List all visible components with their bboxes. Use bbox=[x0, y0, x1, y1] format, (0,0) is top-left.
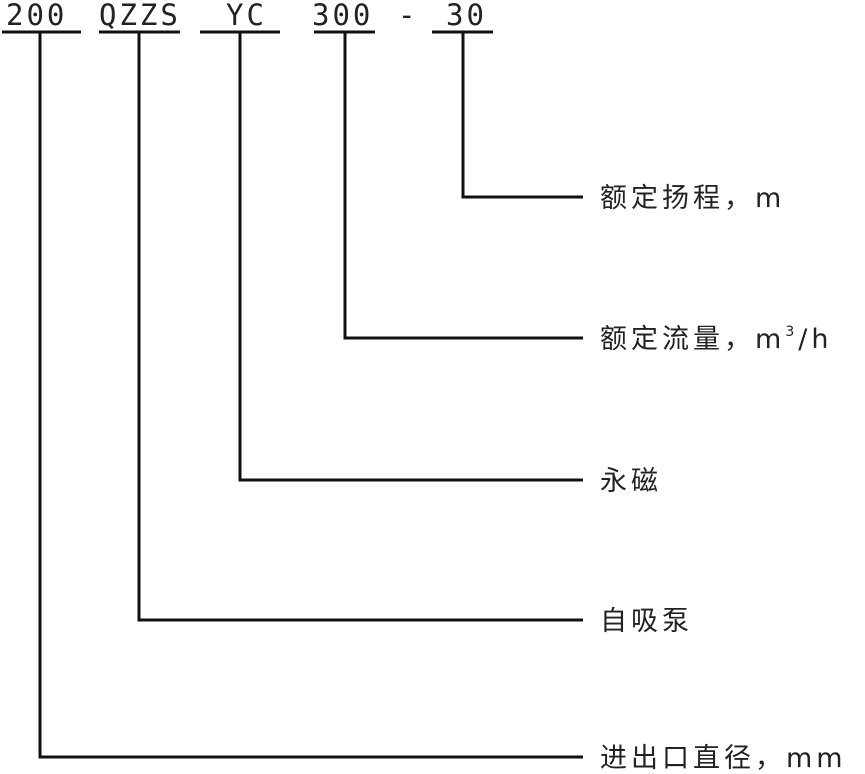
leader-flow bbox=[343, 32, 583, 340]
leader-diameter bbox=[38, 32, 583, 759]
code-flow: 300 bbox=[312, 0, 373, 32]
code-pump-type: QZZS bbox=[99, 0, 181, 32]
leader-magnet bbox=[238, 32, 583, 482]
code-dash: - bbox=[398, 0, 418, 32]
leader-pump bbox=[137, 32, 583, 622]
label-rated-head: 额定扬程，m bbox=[600, 183, 785, 214]
code-magnet: YC bbox=[226, 0, 267, 32]
code-diameter: 200 bbox=[6, 0, 67, 32]
leader-head bbox=[461, 32, 583, 199]
label-rated-flow: 额定流量，m3/h bbox=[600, 324, 832, 355]
label-permanent-magnet: 永磁 bbox=[600, 466, 662, 497]
label-inlet-outlet-diameter: 进出口直径，mm bbox=[600, 743, 847, 774]
code-head: 30 bbox=[446, 0, 487, 32]
label-self-priming-pump: 自吸泵 bbox=[600, 606, 693, 637]
